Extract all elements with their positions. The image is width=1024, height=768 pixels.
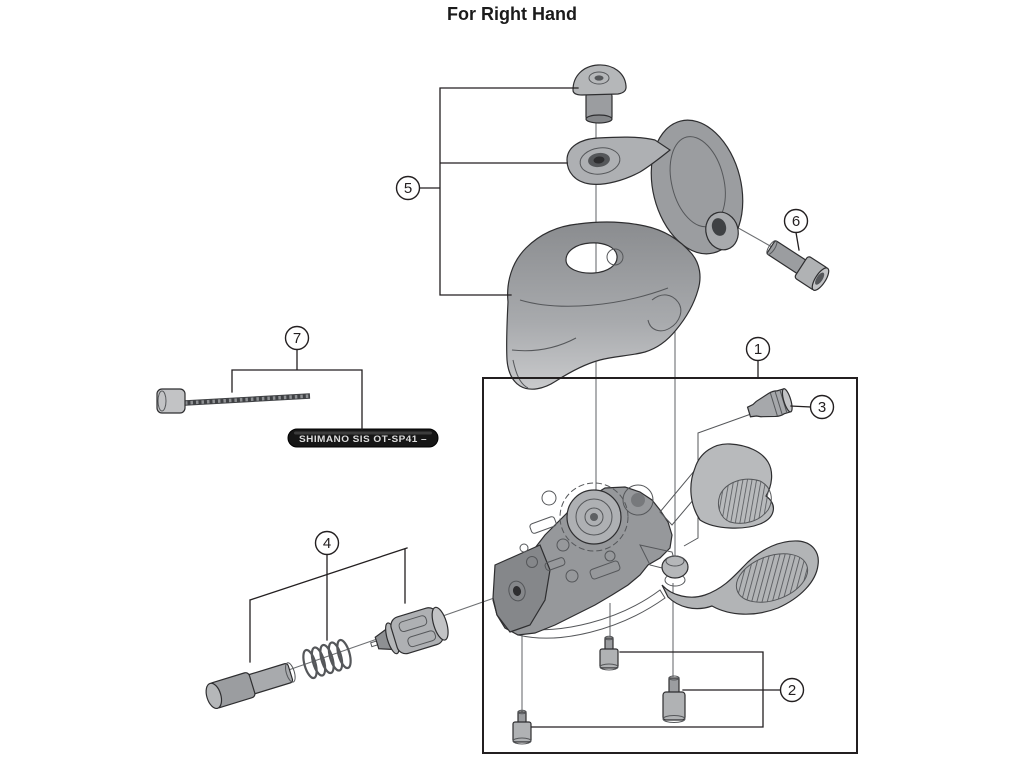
- part-6-clamp-bolt: [766, 240, 830, 291]
- part-2-fixing-screws: [512, 635, 686, 745]
- callout-6: 6: [783, 208, 809, 234]
- adjuster-barrel: [370, 606, 449, 655]
- part-1-shifter-body: [492, 443, 819, 639]
- svg-text:1: 1: [754, 341, 762, 358]
- part-4-adjuster-assembly: [205, 606, 449, 710]
- page-title: For Right Hand: [447, 4, 577, 24]
- part-5-fixing-screw: [572, 64, 627, 124]
- part-1-boundary-box: [482, 377, 858, 754]
- callout-2: 2: [779, 677, 805, 703]
- callout-7: 7: [284, 325, 310, 351]
- adjuster-spring: [302, 638, 352, 680]
- svg-text:7: 7: [293, 330, 301, 347]
- svg-text:2: 2: [788, 682, 796, 699]
- part-5-clamp-band: [566, 119, 744, 255]
- callout-3: 3: [809, 394, 835, 420]
- callout-5: 5: [395, 175, 421, 201]
- callout-1: 1: [745, 336, 771, 362]
- screw-b: [662, 675, 686, 723]
- leader-lines: [231, 87, 812, 728]
- part-7-inner-cable: [156, 388, 311, 414]
- part-7-outer-casing: SHIMANO SIS OT-SP41 –: [287, 428, 439, 448]
- svg-text:3: 3: [818, 399, 826, 416]
- screw-c: [512, 709, 532, 745]
- svg-text:5: 5: [404, 180, 412, 197]
- part-3-cable-plug: [746, 388, 793, 418]
- svg-text:6: 6: [792, 213, 800, 230]
- screw-a: [599, 635, 619, 671]
- callout-4: 4: [314, 530, 340, 556]
- casing-label: SHIMANO SIS OT-SP41 –: [299, 434, 427, 444]
- part-5-upper-cover: [505, 221, 701, 390]
- svg-text:4: 4: [323, 535, 331, 552]
- adjuster-plug: [205, 662, 296, 710]
